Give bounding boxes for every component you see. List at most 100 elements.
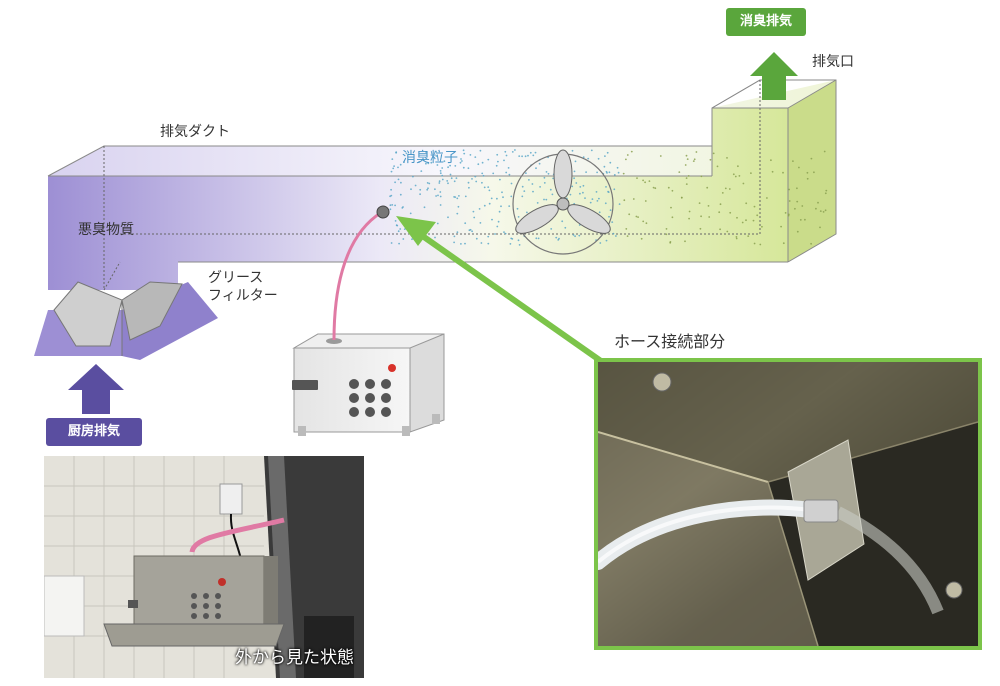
particle-dot: [389, 208, 392, 211]
particle-dot: [575, 182, 578, 184]
particle-dot: [644, 200, 647, 202]
particle-dot: [712, 152, 715, 155]
arrow-up-icon: [750, 52, 798, 100]
particle-dot: [752, 219, 755, 222]
particle-dot: [511, 238, 514, 240]
hose: [332, 210, 383, 341]
particle-dot: [500, 205, 502, 208]
particle-dot: [430, 161, 433, 164]
particle-dot: [671, 189, 674, 192]
particle-dot: [418, 161, 421, 163]
particle-dot: [571, 149, 574, 152]
particle-dot: [796, 230, 799, 233]
particle-dot: [425, 151, 427, 153]
particle-dot: [718, 211, 721, 214]
particle-dot: [606, 172, 608, 174]
particle-dot: [487, 235, 490, 238]
particle-dot: [437, 194, 439, 197]
particle-dot: [475, 180, 478, 183]
particle-dot: [732, 173, 735, 176]
particle-dot: [595, 191, 598, 193]
particle-dot: [503, 159, 505, 162]
particle-dot: [699, 227, 702, 230]
particle-dot: [531, 183, 534, 185]
particle-dot: [410, 188, 412, 191]
particle-dot: [396, 224, 399, 227]
particle-dot: [745, 202, 748, 205]
particle-dot: [670, 206, 672, 209]
exhaust-duct-label: 排気ダクト: [160, 124, 230, 140]
particle-dot: [669, 241, 672, 243]
particle-dot: [798, 166, 800, 169]
particle-dot: [759, 243, 762, 246]
particle-dot: [516, 207, 519, 210]
particle-dot: [771, 170, 774, 173]
particle-dot: [517, 239, 520, 242]
particle-dot: [692, 160, 695, 163]
particle-dot: [508, 205, 511, 208]
particle-dot: [434, 236, 436, 239]
particle-dot: [688, 217, 690, 220]
grease-filter-left: [53, 281, 123, 347]
particle-dot: [457, 205, 460, 208]
particle-dot: [611, 221, 614, 224]
particle-dot: [419, 188, 422, 191]
particle-dot: [573, 170, 576, 173]
particle-dot: [608, 215, 610, 218]
particle-dot: [510, 195, 513, 198]
particle-dot: [439, 195, 442, 198]
particle-dot: [479, 149, 482, 152]
particle-dot: [398, 242, 400, 245]
particle-dot: [724, 187, 727, 190]
particle-dot: [654, 187, 657, 190]
particle-dot: [477, 163, 480, 166]
particle-dot: [794, 207, 796, 210]
particle-dot: [603, 165, 606, 168]
particle-dot: [787, 214, 790, 217]
deodorant-particles-label: 消臭粒子: [402, 150, 458, 166]
particle-dot: [436, 164, 439, 166]
particle-dot: [509, 243, 512, 245]
particle-dot: [804, 218, 806, 221]
particle-dot: [510, 182, 513, 185]
particle-dot: [481, 161, 484, 164]
particle-dot: [819, 210, 822, 213]
particle-dot: [453, 241, 455, 244]
particle-dot: [685, 154, 688, 157]
particle-dot: [505, 171, 508, 174]
particle-dot: [613, 188, 616, 191]
particle-dot: [397, 230, 400, 233]
particle-dot: [425, 162, 427, 165]
particle-dot: [539, 186, 541, 188]
particle-dot: [464, 222, 467, 225]
particle-dot: [745, 219, 747, 222]
particle-dot: [394, 181, 396, 184]
hose-connection-illustration: [598, 362, 978, 646]
particle-dot: [642, 179, 644, 182]
particle-dot: [441, 174, 444, 177]
particle-dot: [499, 178, 501, 181]
particle-dot: [453, 235, 456, 238]
particle-dot: [479, 222, 482, 224]
particle-dot: [427, 187, 429, 190]
particle-dot: [450, 177, 453, 180]
particle-dot: [590, 149, 593, 152]
particle-dot: [403, 161, 405, 164]
particle-dot: [454, 196, 457, 199]
particle-dot: [458, 195, 460, 197]
arrow-pointer-icon: [396, 216, 610, 369]
particle-dot: [443, 160, 446, 163]
particle-dot: [400, 181, 402, 184]
particle-dot: [784, 212, 787, 214]
particle-dot: [426, 182, 429, 184]
particle-dot: [502, 196, 504, 199]
particle-dot: [742, 182, 745, 185]
particle-dot: [535, 237, 538, 240]
particle-dot: [618, 203, 621, 206]
particle-dot: [459, 161, 462, 164]
particle-dot: [497, 160, 499, 163]
particle-dot: [532, 154, 535, 157]
particle-dot: [420, 170, 423, 173]
particle-dot: [434, 188, 436, 191]
